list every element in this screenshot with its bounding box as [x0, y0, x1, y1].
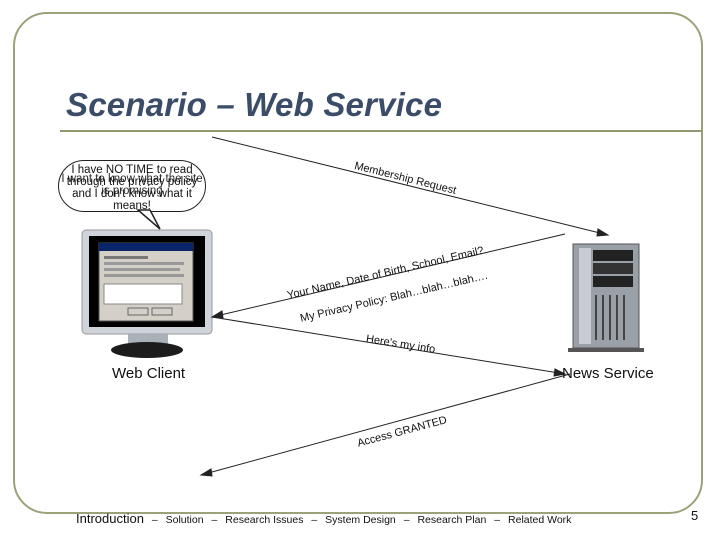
bubble-line-1: I have NO TIME to read	[71, 164, 193, 176]
arrow-info-request	[211, 233, 566, 318]
footer-separator: –	[494, 514, 501, 526]
title-divider	[60, 130, 702, 132]
arrowhead-3	[553, 368, 567, 377]
news-service-label: News Service	[562, 365, 654, 382]
arrowhead-4	[199, 468, 213, 477]
bubble-line-4: means!	[113, 200, 151, 212]
footer-item-research-issues[interactable]: Research Issues	[225, 514, 304, 526]
server-tower-icon	[568, 243, 644, 352]
footer-item-system-design[interactable]: System Design	[325, 514, 396, 526]
arrow-info-response	[211, 316, 566, 375]
footer-nav: Introduction – Solution – Research Issue…	[76, 511, 571, 526]
footer-item-research-plan[interactable]: Research Plan	[417, 514, 487, 526]
footer-separator: –	[403, 514, 410, 526]
slide-frame	[13, 12, 703, 514]
footer-item-related-work[interactable]: Related Work	[508, 514, 572, 526]
footer-item-solution[interactable]: Solution	[165, 514, 204, 526]
arrowhead-1	[596, 228, 610, 237]
bubble-line-2: through the privacy policy	[66, 176, 198, 188]
arrow-access-granted	[200, 373, 571, 476]
bubble-tail	[135, 209, 161, 230]
bubble-line-3: and I don't know what it	[72, 188, 192, 200]
footer-separator: –	[151, 514, 158, 526]
footer-separator: –	[311, 514, 318, 526]
footer-separator: –	[211, 514, 218, 526]
page-number: 5	[691, 508, 699, 523]
web-client-label: Web Client	[112, 365, 186, 382]
thought-bubble: I have NO TIME to read through the priva…	[58, 160, 206, 212]
arrow-membership-request	[211, 136, 609, 236]
bubble-overlap-text: I want to know what the site is promisin…	[61, 173, 203, 197]
computer-monitor-icon	[81, 229, 213, 358]
slide-title: Scenario – Web Service	[66, 86, 443, 123]
footer-item-introduction[interactable]: Introduction	[76, 511, 144, 526]
